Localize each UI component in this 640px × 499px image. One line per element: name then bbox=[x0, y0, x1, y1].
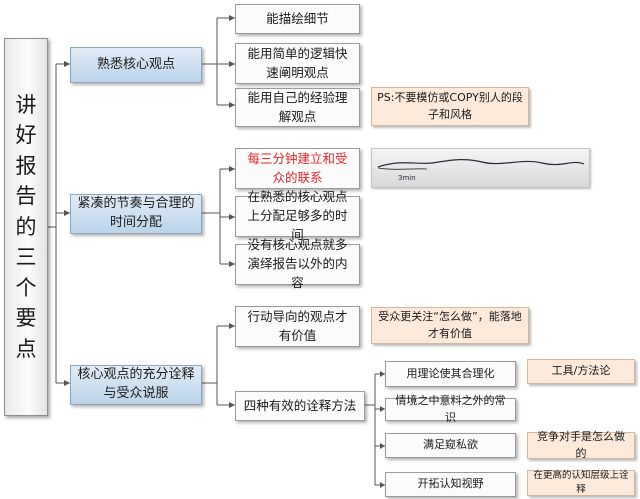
method-3-note-text: 竞争对手是怎么做的 bbox=[537, 430, 625, 460]
branch-1-child-1: 能描绘细节 bbox=[235, 4, 360, 34]
method-4-note: 在更高的认知层级上诠释 bbox=[527, 470, 635, 496]
timeline-photo-caption: 3min bbox=[398, 174, 416, 182]
branch-2-child-1: 每三分钟建立和受众的联系 bbox=[235, 148, 360, 189]
branch-1-child-3: 能用自己的经验理解观点 bbox=[235, 88, 360, 127]
method-1-label: 用理论使其合理化 bbox=[406, 366, 495, 380]
timeline-squiggle: 3min bbox=[377, 158, 585, 182]
branch-1-child-1-label: 能描绘细节 bbox=[266, 10, 329, 26]
root-label: 讲好报告的三个要点 bbox=[15, 93, 37, 361]
branch-1-note-text: PS:不要模仿或COPY别人的段子和风格 bbox=[377, 91, 523, 121]
branch-2-child-2-label: 在熟悉的核心观点上分配足够多的时间 bbox=[247, 189, 348, 242]
branch-1-note: PS:不要模仿或COPY别人的段子和风格 bbox=[371, 87, 529, 126]
branch-2-child-3: 没有核心观点就多演绎报告以外的内容 bbox=[235, 237, 360, 290]
method-4-note-text: 在更高的认知层级上诠释 bbox=[533, 469, 629, 495]
branch-3-child-2: 四种有效的诠释方法 bbox=[235, 391, 365, 421]
branch-3-child-1: 行动导向的观点才有价值 bbox=[235, 306, 360, 347]
branch-3-node: 核心观点的充分诠释与受众说服 bbox=[70, 365, 202, 405]
branch-3-note: 受众更关注“怎么做”，能落地才有价值 bbox=[371, 307, 529, 344]
branch-2-node: 紧凑的节奏与合理的时间分配 bbox=[70, 194, 202, 234]
method-2: 情境之中意料之外的常识 bbox=[385, 394, 516, 424]
branch-1-child-2-label: 能用简单的逻辑快速阐明观点 bbox=[247, 45, 348, 80]
branch-2-child-2: 在熟悉的核心观点上分配足够多的时间 bbox=[235, 189, 360, 242]
method-3-label: 满足窥私欲 bbox=[423, 438, 478, 452]
branch-3-child-2-label: 四种有效的诠释方法 bbox=[243, 397, 357, 413]
branch-2-child-3-label: 没有核心观点就多演绎报告以外的内容 bbox=[247, 237, 348, 290]
method-4-label: 开拓认知视野 bbox=[417, 477, 484, 491]
branch-3-label: 核心观点的充分诠释与受众说服 bbox=[77, 367, 195, 401]
method-3-note: 竞争对手是怎么做的 bbox=[527, 430, 635, 460]
method-2-label: 情境之中意料之外的常识 bbox=[395, 394, 506, 424]
method-1: 用理论使其合理化 bbox=[385, 361, 516, 387]
branch-1-node: 熟悉核心观点 bbox=[70, 47, 202, 83]
method-1-note: 工具/方法论 bbox=[527, 359, 635, 384]
branch-3-note-text: 受众更关注“怎么做”，能落地才有价值 bbox=[378, 310, 522, 340]
branch-2-child-1-label: 每三分钟建立和受众的联系 bbox=[247, 150, 348, 185]
root-node: 讲好报告的三个要点 bbox=[4, 38, 48, 416]
branch-2-label: 紧凑的节奏与合理的时间分配 bbox=[77, 196, 195, 230]
branch-3-child-1-label: 行动导向的观点才有价值 bbox=[247, 308, 348, 343]
method-1-note-text: 工具/方法论 bbox=[551, 364, 611, 378]
branch-1-label: 熟悉核心观点 bbox=[96, 56, 175, 72]
branch-1-child-3-label: 能用自己的经验理解观点 bbox=[247, 89, 348, 124]
branch-1-child-2: 能用简单的逻辑快速阐明观点 bbox=[235, 43, 360, 84]
timeline-photo: 3min bbox=[371, 148, 590, 188]
method-4: 开拓认知视野 bbox=[385, 472, 516, 497]
method-3: 满足窥私欲 bbox=[385, 433, 516, 458]
